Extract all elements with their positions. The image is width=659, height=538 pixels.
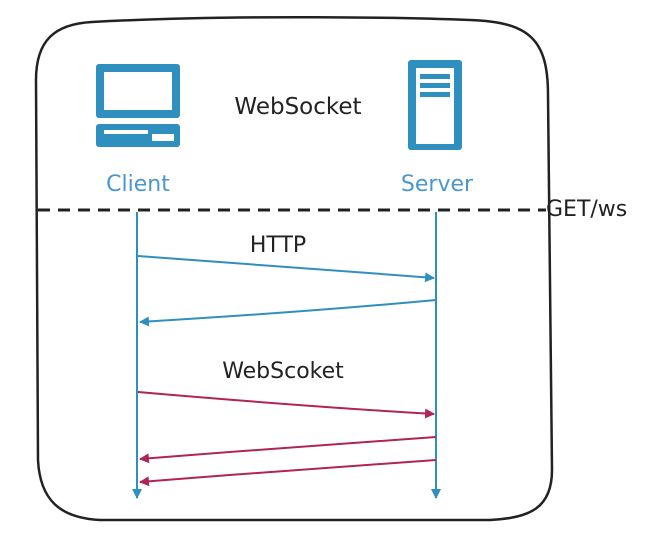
http-request-arrow [137, 255, 435, 283]
server-tower-icon [408, 60, 462, 150]
websocket-message-to-client-arrow-2 [139, 459, 437, 487]
computer-monitor-icon [96, 64, 180, 147]
diagram-title: WebSocket [234, 94, 361, 120]
server-label: Server [401, 172, 474, 197]
http-section-label: HTTP [250, 233, 306, 258]
outer-frame [34, 15, 554, 522]
client-label: Client [106, 172, 170, 197]
http-response-arrow [139, 299, 437, 327]
websocket-message-to-server-arrow [137, 391, 435, 419]
websocket-message-to-client-arrow-1 [139, 436, 437, 464]
websocket-section-label: WebScoket [222, 359, 344, 384]
divider-label: GET/ws [546, 197, 627, 222]
